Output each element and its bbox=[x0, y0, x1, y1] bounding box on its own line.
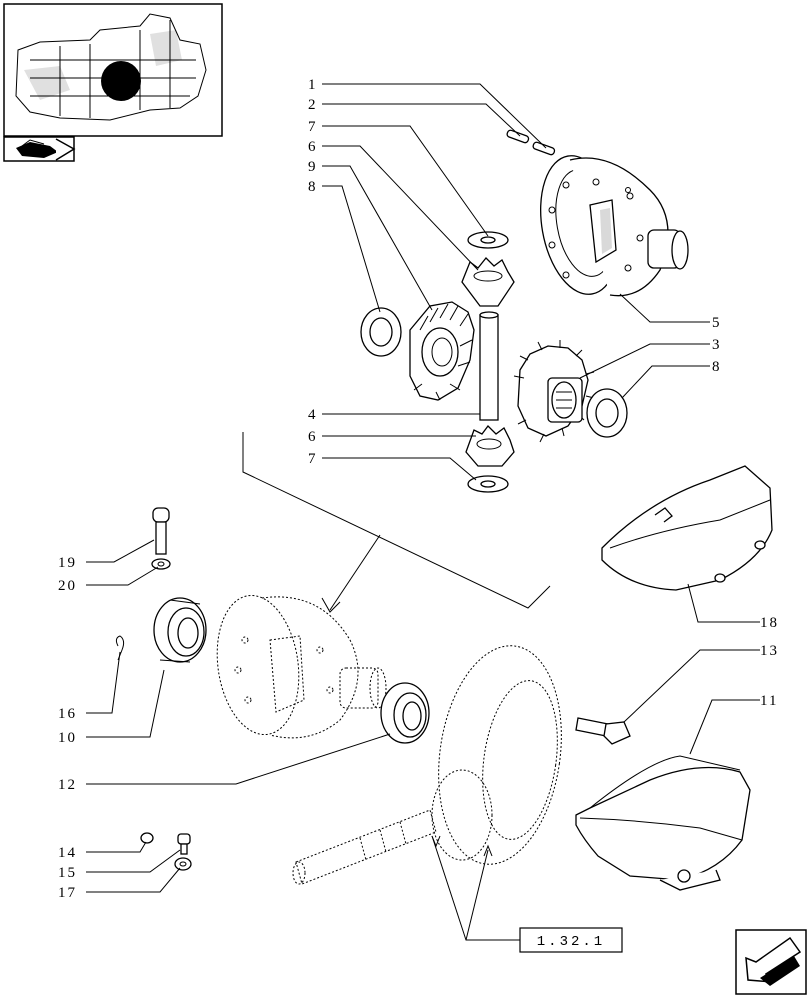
callout-7-bottom: 7 bbox=[308, 451, 318, 467]
callout-1: 1 bbox=[308, 77, 318, 93]
callout-18: 18 bbox=[760, 615, 779, 631]
bearing-part-10 bbox=[153, 597, 207, 663]
cross-shaft-part-4 bbox=[479, 311, 499, 421]
crown-wheel-outline bbox=[438, 645, 562, 865]
callout-2: 2 bbox=[308, 97, 318, 113]
side-gear-part-9 bbox=[409, 301, 475, 401]
thrust-washer-part-8-left bbox=[360, 307, 402, 357]
thrust-washer-part-7-bottom bbox=[467, 475, 509, 493]
pinion-gear-part-6-top bbox=[461, 257, 515, 307]
thrust-washer-part-7-top bbox=[467, 231, 509, 249]
callout-9: 9 bbox=[308, 159, 318, 175]
reference-link-label: 1.32.1 bbox=[537, 934, 605, 950]
callout-16: 16 bbox=[58, 706, 77, 722]
callout-3: 3 bbox=[712, 337, 722, 353]
callout-6-top: 6 bbox=[308, 139, 318, 155]
bolt-part-19 bbox=[152, 507, 170, 555]
locator-thumbnail[interactable] bbox=[3, 3, 223, 162]
transmission-thumbnail-drawing bbox=[15, 13, 207, 121]
explode-bracket-lines bbox=[242, 432, 551, 613]
split-pin-part-16 bbox=[115, 635, 125, 661]
washer-part-20 bbox=[151, 558, 171, 570]
callout-8-right: 8 bbox=[712, 359, 722, 375]
leader-lines bbox=[86, 83, 760, 941]
guard-plate-part-11 bbox=[575, 755, 751, 891]
washer-part-17 bbox=[174, 857, 192, 871]
callout-13: 13 bbox=[760, 643, 779, 659]
callout-14: 14 bbox=[58, 845, 77, 861]
callout-10: 10 bbox=[58, 730, 77, 746]
pin-part-1 bbox=[532, 141, 556, 156]
callout-8-left: 8 bbox=[308, 179, 318, 195]
callout-12: 12 bbox=[58, 777, 77, 793]
reference-link-box[interactable]: 1.32.1 bbox=[519, 927, 623, 953]
bearing-part-12 bbox=[380, 682, 430, 744]
callout-7-top: 7 bbox=[308, 119, 318, 135]
guard-plate-part-18 bbox=[601, 465, 773, 591]
catalogue-book-icon bbox=[16, 139, 58, 158]
callout-11: 11 bbox=[760, 693, 778, 709]
bolt-part-13 bbox=[575, 717, 631, 745]
side-gear-part-3 bbox=[513, 340, 595, 443]
callout-6-bottom: 6 bbox=[308, 429, 318, 445]
thrust-washer-part-8-right bbox=[586, 388, 628, 438]
pinion-shaft-outline bbox=[292, 769, 493, 885]
pin-part-2 bbox=[506, 129, 530, 144]
plug-part-14 bbox=[140, 832, 154, 844]
differential-housing-part-5 bbox=[540, 155, 689, 297]
callout-20: 20 bbox=[58, 578, 77, 594]
assembled-differential-outline bbox=[216, 594, 387, 739]
callout-17: 17 bbox=[58, 885, 77, 901]
screw-part-15 bbox=[177, 833, 191, 855]
callout-5: 5 bbox=[712, 315, 722, 331]
callout-labels: 1 2 7 6 9 8 5 3 8 4 6 7 19 20 18 13 11 1… bbox=[58, 77, 779, 901]
callout-4: 4 bbox=[308, 407, 318, 423]
callout-19: 19 bbox=[58, 555, 77, 571]
next-page-arrow-icon[interactable] bbox=[735, 929, 807, 995]
pinion-gear-part-6-bottom bbox=[465, 425, 515, 467]
callout-15: 15 bbox=[58, 865, 77, 881]
